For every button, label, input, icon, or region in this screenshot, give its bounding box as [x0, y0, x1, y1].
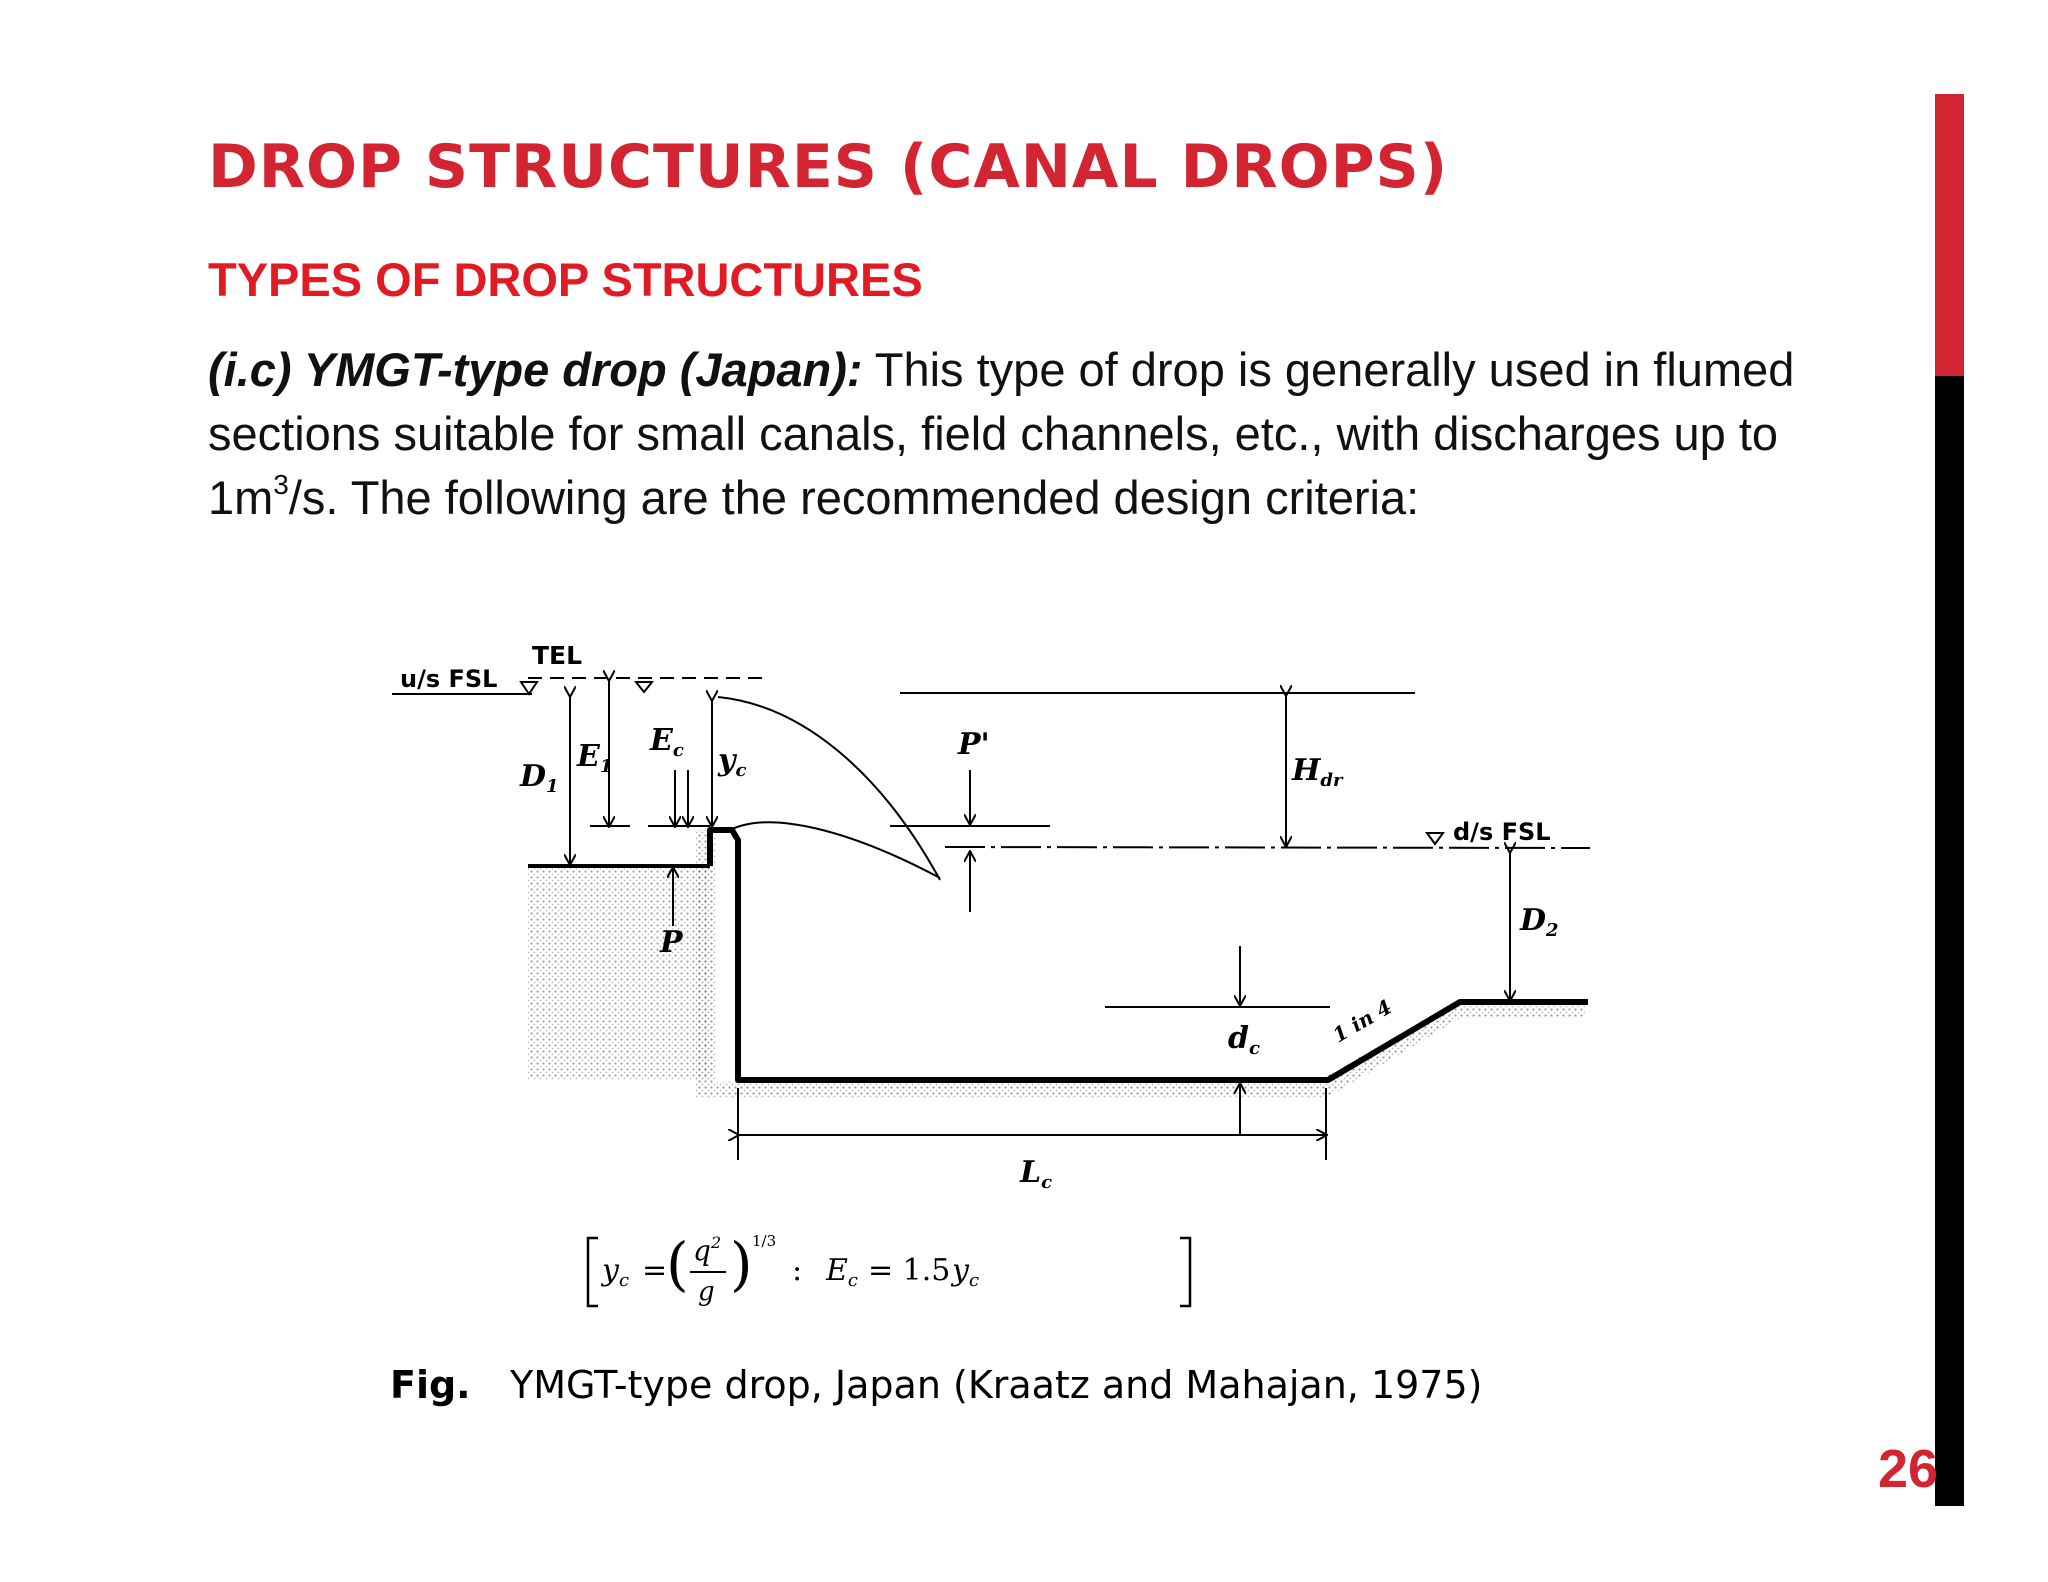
formula-colon: :: [792, 1253, 802, 1288]
figure-labels: TEL u/s FSL D1 E1 Ec yc P' Hdr d/s FSL P…: [400, 641, 1559, 1193]
structure-lines: [392, 677, 1591, 1083]
water-level-symbols: [519, 681, 1445, 846]
formula-paren-right: ): [730, 1230, 753, 1298]
formula-yc: yc: [600, 1253, 629, 1291]
slide-title: DROP STRUCTURES (CANAL DROPS): [208, 132, 1449, 202]
body-superscript: 3: [273, 469, 289, 500]
drop-diagram: TEL u/s FSL D1 E1 Ec yc P' Hdr d/s FSL P…: [390, 641, 1591, 1407]
body-paragraph: (i.c) YMGT-type drop (Japan): This type …: [208, 338, 1828, 530]
formula-eq2: = 1.5: [868, 1253, 950, 1288]
caption-fig: Fig.: [390, 1363, 471, 1407]
formula-paren-left: (: [666, 1230, 689, 1298]
caption-text: YMGT-type drop, Japan (Kraatz and Mahaja…: [509, 1363, 1483, 1407]
page-number: 26: [1878, 1439, 1939, 1499]
formula-g: g: [698, 1277, 715, 1307]
dimension-arrows: [570, 680, 1510, 1160]
slide-subtitle: TYPES OF DROP STRUCTURES: [208, 253, 923, 306]
label-us-fsl: u/s FSL: [400, 665, 497, 693]
label-ec: Ec: [649, 723, 684, 761]
formula-eq: =: [642, 1253, 667, 1288]
label-d1: D1: [519, 759, 559, 797]
body-text-1: This type of drop is generally used in f…: [208, 343, 1795, 524]
formula-exponent: 1/3: [752, 1232, 776, 1250]
design-formula: yc = ( q2 g ) 1/3 : Ec = 1.5 yc: [586, 1230, 1192, 1308]
label-e1: E1: [576, 739, 612, 777]
label-p-prime: P': [957, 727, 990, 762]
formula-yc2: yc: [950, 1253, 979, 1291]
label-ds-fsl: d/s FSL: [1453, 818, 1551, 846]
drop-figure: TEL u/s FSL D1 E1 Ec yc P' Hdr d/s FSL P…: [380, 630, 1610, 1430]
label-p: P: [659, 925, 684, 960]
label-d2: D2: [1519, 903, 1559, 941]
label-tel: TEL: [532, 641, 582, 670]
figure-caption: Fig. YMGT-type drop, Japan (Kraatz and M…: [390, 1363, 1483, 1407]
accent-bar-black: [1935, 376, 1964, 1506]
formula-q2: q2: [693, 1233, 721, 1267]
label-lc: Lc: [1019, 1155, 1052, 1193]
accent-bar-red: [1935, 94, 1964, 376]
label-h-dr: Hdr: [1291, 753, 1344, 791]
label-slope: 1 in 4: [1329, 995, 1396, 1048]
label-dc: dc: [1228, 1021, 1260, 1059]
body-text-2: /s. The following are the recommended de…: [288, 471, 1420, 524]
body-lead: (i.c) YMGT-type drop (Japan):: [208, 343, 863, 396]
formula-ec: Ec: [825, 1253, 858, 1291]
label-yc: yc: [717, 743, 746, 781]
ground-fill: [528, 830, 1585, 1098]
